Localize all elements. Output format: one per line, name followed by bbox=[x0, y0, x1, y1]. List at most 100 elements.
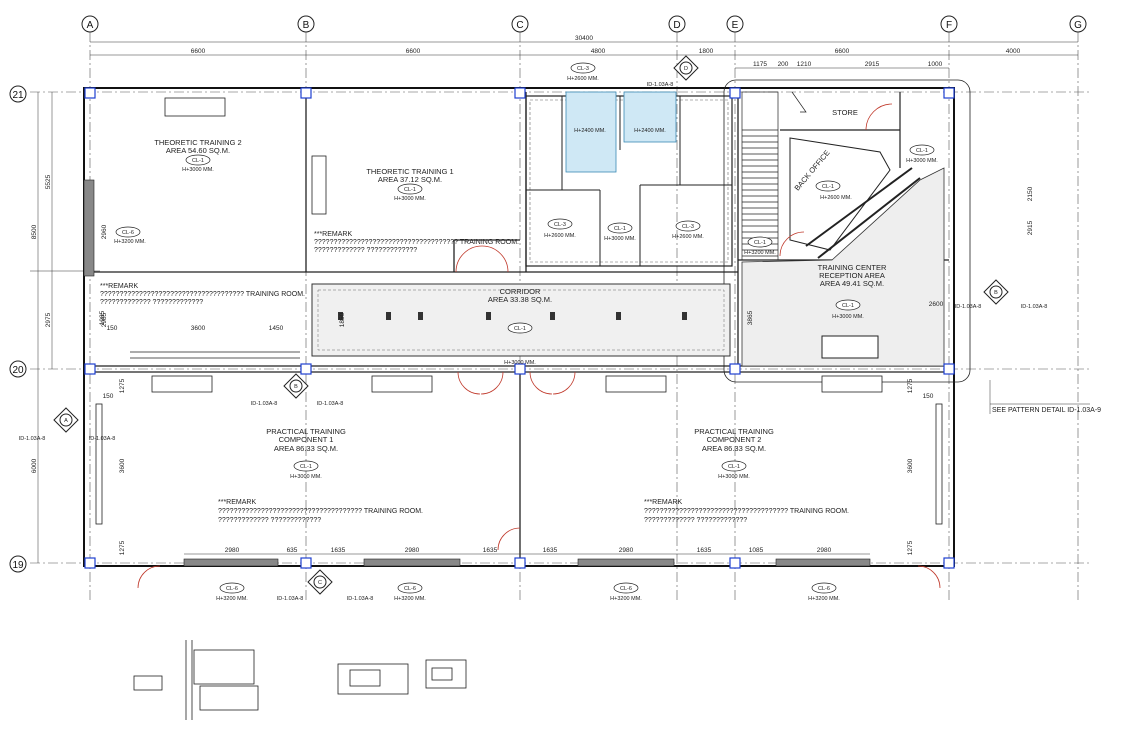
svg-text:CL-1: CL-1 bbox=[404, 187, 416, 193]
room-theory1-height: H+3000 MM. bbox=[394, 196, 426, 202]
left-dimensions bbox=[30, 92, 100, 563]
detail-sketches bbox=[133, 640, 467, 720]
room-practical1-name2: COMPONENT 1 bbox=[279, 435, 334, 444]
grid-bubble-f: F bbox=[940, 15, 958, 33]
room-corridor-name: CORRIDOR bbox=[500, 287, 541, 296]
remark-1-text: ????????????????????????????????????? TR… bbox=[314, 239, 519, 246]
dim-left-8500: 8500 bbox=[31, 224, 38, 239]
tag-cl1-e-height: H+3200 MM. bbox=[744, 250, 776, 256]
dim-sub-200: 200 bbox=[778, 61, 789, 68]
remark-4-title: ***REMARK bbox=[644, 499, 682, 506]
room-practical2-area: AREA 86.33 SQ.M. bbox=[702, 444, 766, 453]
grid-label-b: B bbox=[303, 20, 310, 31]
tag-cl3-left-height: H+2600 MM. bbox=[544, 233, 576, 239]
room-store-name: STORE bbox=[832, 108, 858, 117]
grid-label-g: G bbox=[1074, 20, 1082, 31]
dim-corr-1450: 1450 bbox=[269, 325, 284, 332]
section-marker-c-ref2: ID-1.03A-8 bbox=[347, 596, 374, 602]
dim-bot-9: 1085 bbox=[749, 547, 764, 554]
section-marker-b: B ID-1.03A-8 ID-1.03A-8 bbox=[251, 373, 344, 407]
room-corridor-height: H+3000 MM. bbox=[504, 360, 536, 366]
dim-bot-4: 2980 bbox=[405, 547, 420, 554]
svg-text:CL-6: CL-6 bbox=[122, 230, 134, 236]
tag-cl3-a-height: H+2400 MM. bbox=[574, 128, 606, 134]
svg-text:CL-1: CL-1 bbox=[754, 240, 766, 246]
dim-top-ab: 6600 bbox=[191, 48, 206, 55]
svg-text:CL-3: CL-3 bbox=[554, 222, 566, 228]
dim-sub-1000: 1000 bbox=[928, 61, 943, 68]
section-marker-b-label: B bbox=[294, 384, 298, 390]
dim-edge-1275-a: 1275 bbox=[119, 378, 126, 393]
room-practical2-height: H+3000 MM. bbox=[718, 474, 750, 480]
tag-backoffice: CL-1 bbox=[815, 180, 841, 192]
grid-bubble-e: E bbox=[726, 15, 744, 33]
section-marker-a-ref2: ID-1.03A-8 bbox=[89, 436, 116, 442]
section-marker-right-ref1: ID-1.03A-8 bbox=[955, 304, 982, 310]
grid-bubble-b: B bbox=[297, 15, 315, 33]
remark-3-title: ***REMARK bbox=[218, 499, 256, 506]
pattern-note: SEE PATTERN DETAIL ID-1.03A-9 bbox=[992, 407, 1101, 414]
tag-cl3-b-height: H+2400 MM. bbox=[634, 128, 666, 134]
dim-bot-6: 1635 bbox=[543, 547, 558, 554]
svg-text:CL-3: CL-3 bbox=[682, 224, 694, 230]
dim-bot-1: 2980 bbox=[225, 547, 240, 554]
room-practical1-height: H+3000 MM. bbox=[290, 474, 322, 480]
room-corridor-area: AREA 33.38 SQ.M. bbox=[488, 295, 552, 304]
section-marker-right-label: B bbox=[994, 290, 998, 296]
room-theory1-area: AREA 37.12 SQ.M. bbox=[378, 175, 442, 184]
room-practical2-name2: COMPONENT 2 bbox=[707, 435, 762, 444]
remark-2-text: ????????????????????????????????????? TR… bbox=[100, 291, 305, 298]
svg-text:CL-1: CL-1 bbox=[192, 158, 204, 164]
dim-bot-10: 2980 bbox=[817, 547, 832, 554]
grid-label-f: F bbox=[946, 20, 952, 31]
grid-bubble-d: D bbox=[668, 15, 686, 33]
grid-bubble-21: 21 bbox=[9, 85, 27, 103]
dim-overall: 30400 bbox=[575, 35, 593, 42]
restroom-block bbox=[525, 91, 733, 267]
dim-left-6000: 6000 bbox=[31, 458, 38, 473]
dim-corr-2600: 2600 bbox=[929, 301, 944, 308]
room-theory2-height: H+3000 MM. bbox=[182, 167, 214, 173]
columns bbox=[84, 87, 955, 569]
remark-2-title: ***REMARK bbox=[100, 283, 138, 290]
room-reception-area: AREA 49.41 SQ.M. bbox=[820, 279, 884, 288]
top-dimensions bbox=[90, 41, 1078, 69]
section-marker-top-label: D bbox=[684, 66, 688, 72]
remark-1-text2: ????????????? ????????????? bbox=[314, 247, 417, 254]
room-backoffice-height: H+2600 MM. bbox=[820, 195, 852, 201]
dim-bot-8: 1635 bbox=[697, 547, 712, 554]
svg-text:CL-6: CL-6 bbox=[226, 586, 238, 592]
remark-3-text2: ????????????? ????????????? bbox=[218, 517, 321, 524]
tag-cl6-bot-2: CL-6 bbox=[397, 582, 423, 594]
remark-1-title: ***REMARK bbox=[314, 231, 352, 238]
grid-bubble-20: 20 bbox=[9, 360, 27, 378]
lower-side-walls bbox=[95, 351, 943, 525]
tag-cl6-bot-1: CL-6 bbox=[219, 582, 245, 594]
svg-text:CL-1: CL-1 bbox=[916, 148, 928, 154]
dim-left-2985: 2985 bbox=[101, 312, 108, 327]
dim-top-de: 1800 bbox=[699, 48, 714, 55]
dim-left-2960: 2960 bbox=[101, 224, 108, 239]
tag-cl3-mid: CL-3 bbox=[675, 220, 701, 232]
room-reception-name1: TRAINING CENTER bbox=[818, 263, 887, 272]
grid-label-a: A bbox=[87, 20, 94, 31]
dim-left-2975: 2975 bbox=[45, 312, 52, 327]
dim-top-bc: 6600 bbox=[406, 48, 421, 55]
dim-lower-left-3600: 3600 bbox=[119, 458, 126, 473]
tag-cl1-toilet-height: H+3000 MM. bbox=[604, 236, 636, 242]
tag-cl6-left-height: H+3200 MM. bbox=[114, 239, 146, 245]
dim-edge-1275-b: 1275 bbox=[119, 540, 126, 555]
section-marker-top: D ID-1.03A-8 bbox=[647, 55, 699, 88]
remark-4-text2: ????????????? ????????????? bbox=[644, 517, 747, 524]
svg-text:CL-6: CL-6 bbox=[818, 586, 830, 592]
tag-cl3-top: CL-3 bbox=[570, 62, 596, 74]
section-marker-b-ref2: ID-1.03A-8 bbox=[317, 401, 344, 407]
dim-corr-150: 150 bbox=[107, 325, 118, 332]
section-marker-b-ref1: ID-1.03A-8 bbox=[251, 401, 278, 407]
section-marker-top-ref: ID-1.03A-8 bbox=[647, 82, 674, 88]
tag-cl3-mid-height: H+2600 MM. bbox=[672, 234, 704, 240]
dim-bot-2: 635 bbox=[287, 547, 298, 554]
grid-bubble-g: G bbox=[1069, 15, 1087, 33]
svg-text:CL-1: CL-1 bbox=[728, 464, 740, 470]
remark-2-text2: ????????????? ????????????? bbox=[100, 299, 203, 306]
